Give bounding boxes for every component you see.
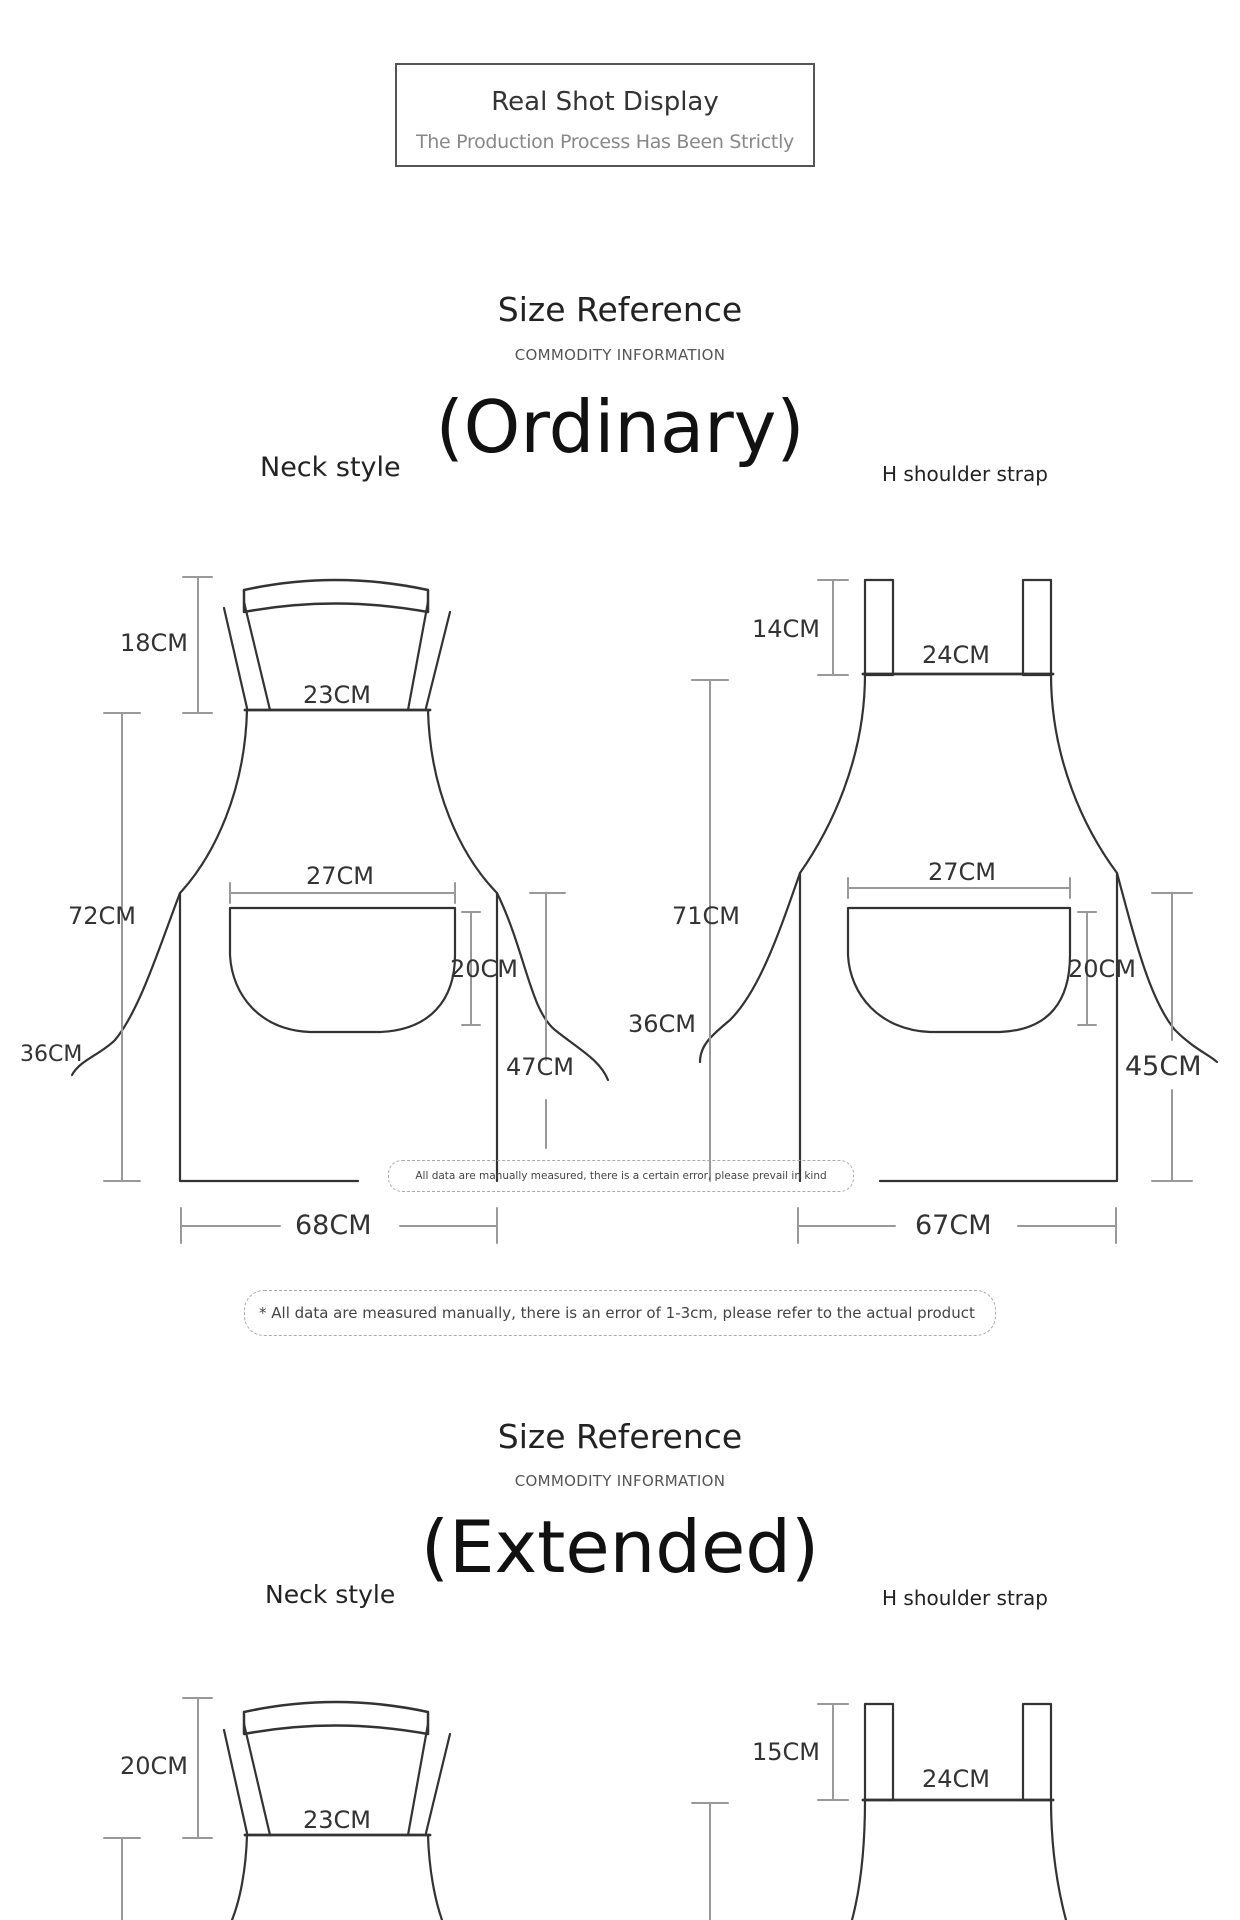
h-top-width-label: 24CM: [922, 641, 990, 669]
real-shot-banner: Real Shot Display The Production Process…: [395, 63, 815, 167]
h-strap-label-ordinary: H shoulder strap: [882, 462, 1048, 486]
neck-tie-left-label: 36CM: [20, 1042, 82, 1067]
h-tie-left-label: 36CM: [628, 1010, 696, 1038]
neck-apron-extended: [222, 1700, 452, 1920]
ext-h-strap-height-label: 15CM: [752, 1738, 820, 1766]
banner-subtitle: The Production Process Has Been Strictly: [415, 131, 794, 153]
neck-pocket-width-label: 27CM: [306, 862, 374, 890]
measurement-note-text: * All data are measured manually, there …: [259, 1304, 975, 1322]
h-strap-apron-ordinary: [698, 578, 1219, 1183]
neck-bottom-width-label: 68CM: [295, 1210, 372, 1241]
h-strap-apron-extended: [850, 1702, 1068, 1920]
ext-h-top-width-label: 24CM: [922, 1765, 990, 1793]
section-subtitle-extended: COMMODITY INFORMATION: [514, 1472, 726, 1490]
neck-tie-right-label: 47CM: [506, 1053, 574, 1081]
h-bottom-width-label: 67CM: [915, 1210, 992, 1241]
ext-neck-strap-height-label: 20CM: [120, 1752, 188, 1780]
section-title-ordinary: Size Reference: [497, 290, 743, 329]
h-tie-right-label: 45CM: [1125, 1051, 1202, 1082]
h-strap-label-extended: H shoulder strap: [882, 1586, 1048, 1610]
neck-apron-ordinary: [70, 578, 610, 1183]
measurement-note: * All data are measured manually, there …: [244, 1290, 996, 1336]
banner-title: Real Shot Display: [491, 87, 719, 117]
neck-strap-height-label: 18CM: [120, 629, 188, 657]
inner-note-text: All data are manually measured, there is…: [415, 1170, 827, 1182]
neck-total-length-label: 72CM: [68, 902, 136, 930]
variant-extended: (Extended): [420, 1505, 820, 1589]
section-subtitle-ordinary: COMMODITY INFORMATION: [514, 346, 726, 364]
neck-top-width-label: 23CM: [303, 681, 371, 709]
h-total-length-label: 71CM: [672, 902, 740, 930]
h-pocket-height-label: 20CM: [1068, 955, 1136, 983]
neck-pocket-height-label: 20CM: [450, 955, 518, 983]
neck-style-label-extended: Neck style: [265, 1580, 396, 1609]
inner-measurement-note: All data are manually measured, there is…: [388, 1160, 854, 1192]
ext-neck-top-width-label: 23CM: [303, 1806, 371, 1834]
neck-style-label-ordinary: Neck style: [260, 452, 401, 483]
h-pocket-width-label: 27CM: [928, 858, 996, 886]
section-title-extended: Size Reference: [497, 1417, 743, 1456]
h-strap-height-label: 14CM: [752, 615, 820, 643]
variant-ordinary: (Ordinary): [435, 385, 805, 469]
